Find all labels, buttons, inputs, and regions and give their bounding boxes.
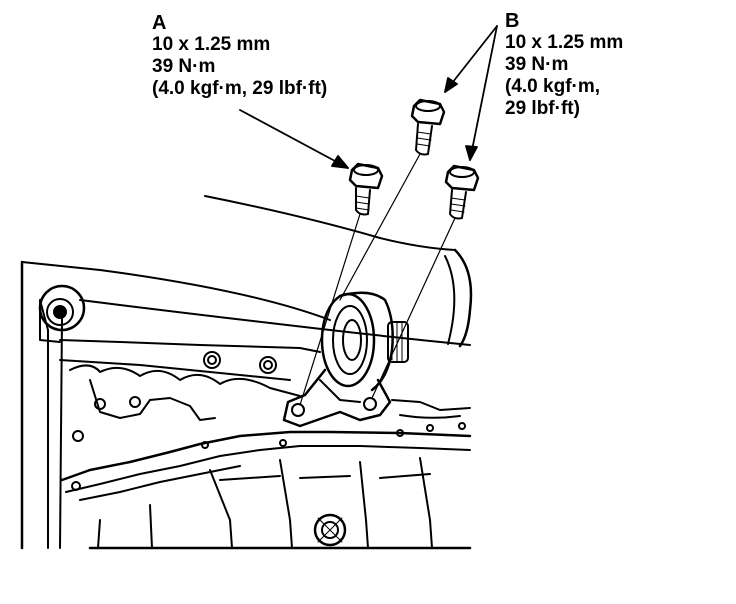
callout-b-torque-alt-1: (4.0 kgf·m, <box>505 76 601 97</box>
bolt-a <box>348 162 384 216</box>
callout-b-torque: 39 N·m <box>505 54 569 75</box>
callout-a: A 10 x 1.25 mm 39 N·m (4.0 kgf·m, 29 lbf… <box>152 12 327 100</box>
callout-b-letter: B <box>505 10 520 32</box>
callout-b-size: 10 x 1.25 mm <box>505 32 624 53</box>
bearing-bracket <box>282 291 409 428</box>
callout-arrows <box>239 25 498 169</box>
transmission-housing <box>20 260 472 550</box>
callout-a-size: 10 x 1.25 mm <box>152 34 271 55</box>
callout-a-letter: A <box>152 12 167 34</box>
callout-b-torque-alt-2: 29 lbf·ft) <box>505 98 580 119</box>
callout-a-torque-alt: (4.0 kgf·m, 29 lbf·ft) <box>152 78 328 99</box>
bolt-b-upper <box>410 98 446 156</box>
callout-a-torque: 39 N·m <box>152 56 216 77</box>
intermediate-shaft <box>79 195 473 348</box>
left-mount-bushing <box>38 284 86 343</box>
callout-b: B 10 x 1.25 mm 39 N·m (4.0 kgf·m, 29 lbf… <box>505 10 623 120</box>
bolt-alignment-lines <box>299 153 456 406</box>
bolt-b-lower <box>444 164 480 220</box>
